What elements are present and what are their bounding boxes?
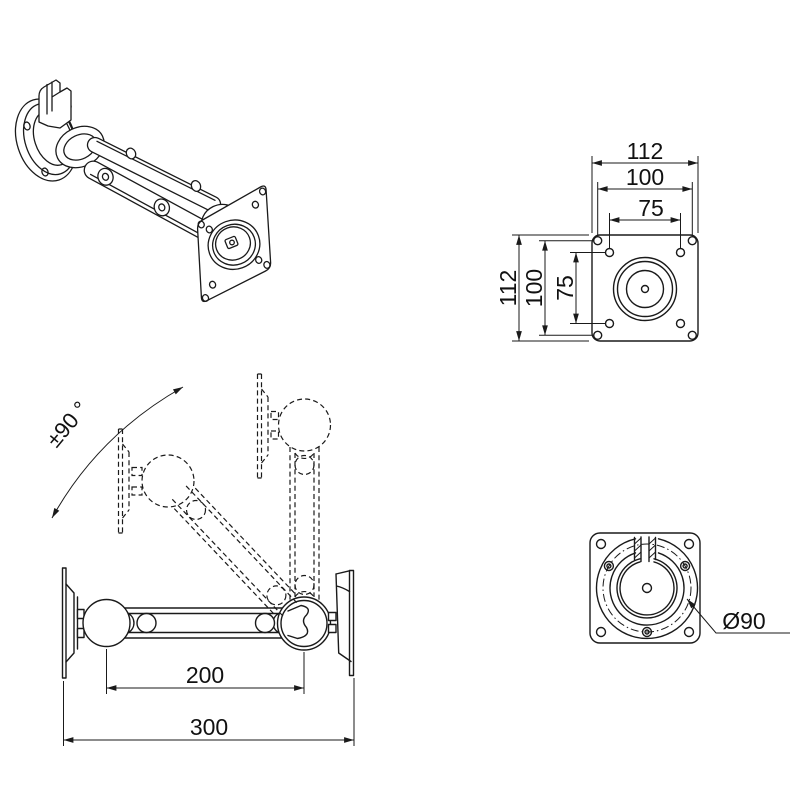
dim-width-outer: 112 bbox=[591, 138, 699, 233]
plate-hole bbox=[258, 187, 267, 196]
dim-label-overall-length: 300 bbox=[190, 714, 228, 740]
right-plate-edge bbox=[327, 569, 355, 677]
swivel-rings bbox=[595, 538, 699, 640]
phantom-arm-90deg bbox=[256, 373, 332, 601]
dim-width-holes: 100 bbox=[597, 164, 693, 237]
bolt-circle-holes bbox=[603, 560, 691, 638]
link-pin bbox=[97, 167, 114, 186]
dim-height-outer: 112 bbox=[495, 234, 589, 342]
plate-hole bbox=[205, 225, 213, 234]
plate-hole bbox=[208, 280, 217, 289]
plate-hole bbox=[251, 200, 260, 209]
plate-hole bbox=[255, 255, 263, 265]
center-hole bbox=[641, 582, 653, 594]
dim-height-inner: 75 bbox=[552, 252, 606, 324]
wall-plate-corner-holes bbox=[595, 538, 695, 638]
flange-hole bbox=[23, 121, 31, 131]
left-joint bbox=[82, 598, 131, 648]
left-plate-edge bbox=[61, 567, 85, 679]
bolt-circle bbox=[602, 543, 692, 633]
plate-hole bbox=[263, 260, 271, 269]
dim-diameter: Ø90 bbox=[686, 598, 790, 634]
dim-label-width-holes: 100 bbox=[626, 164, 664, 190]
dim-label-diameter: Ø90 bbox=[722, 608, 765, 634]
dim-label-arm-length: 200 bbox=[186, 662, 224, 688]
dim-label-width-outer: 112 bbox=[627, 138, 664, 164]
vesa-plate-isometric bbox=[196, 185, 272, 303]
dim-label-height-outer: 112 bbox=[495, 270, 521, 307]
solid-arm bbox=[82, 596, 332, 651]
plate-hole bbox=[201, 293, 210, 303]
dim-label-height-inner: 75 bbox=[552, 275, 578, 301]
mount-bracket bbox=[38, 79, 72, 129]
center-nut bbox=[224, 235, 239, 250]
center-boss-front bbox=[612, 256, 678, 322]
vesa-plate-front-view: 112 100 75 112 100 75 bbox=[495, 138, 699, 342]
dim-arm-length: 200 bbox=[106, 649, 305, 694]
arm-pin bbox=[136, 612, 157, 634]
plate-hole bbox=[197, 220, 205, 229]
dim-height-holes: 100 bbox=[521, 240, 594, 336]
cable-slot bbox=[633, 536, 657, 563]
dim-overall-length: 300 bbox=[63, 678, 355, 746]
isometric-view bbox=[14, 79, 272, 303]
dim-label-width-inner: 75 bbox=[638, 195, 664, 221]
dim-label-height-holes: 100 bbox=[521, 269, 547, 307]
link-pin bbox=[125, 147, 137, 160]
flange-hole bbox=[41, 167, 49, 177]
vesa-plate-outline bbox=[591, 234, 699, 342]
dim-width-inner: 75 bbox=[609, 195, 681, 249]
arm-pin bbox=[254, 612, 276, 634]
link-pin bbox=[153, 198, 171, 217]
wall-plate-rear-view: Ø90 bbox=[589, 532, 790, 644]
link-pin bbox=[190, 180, 202, 192]
